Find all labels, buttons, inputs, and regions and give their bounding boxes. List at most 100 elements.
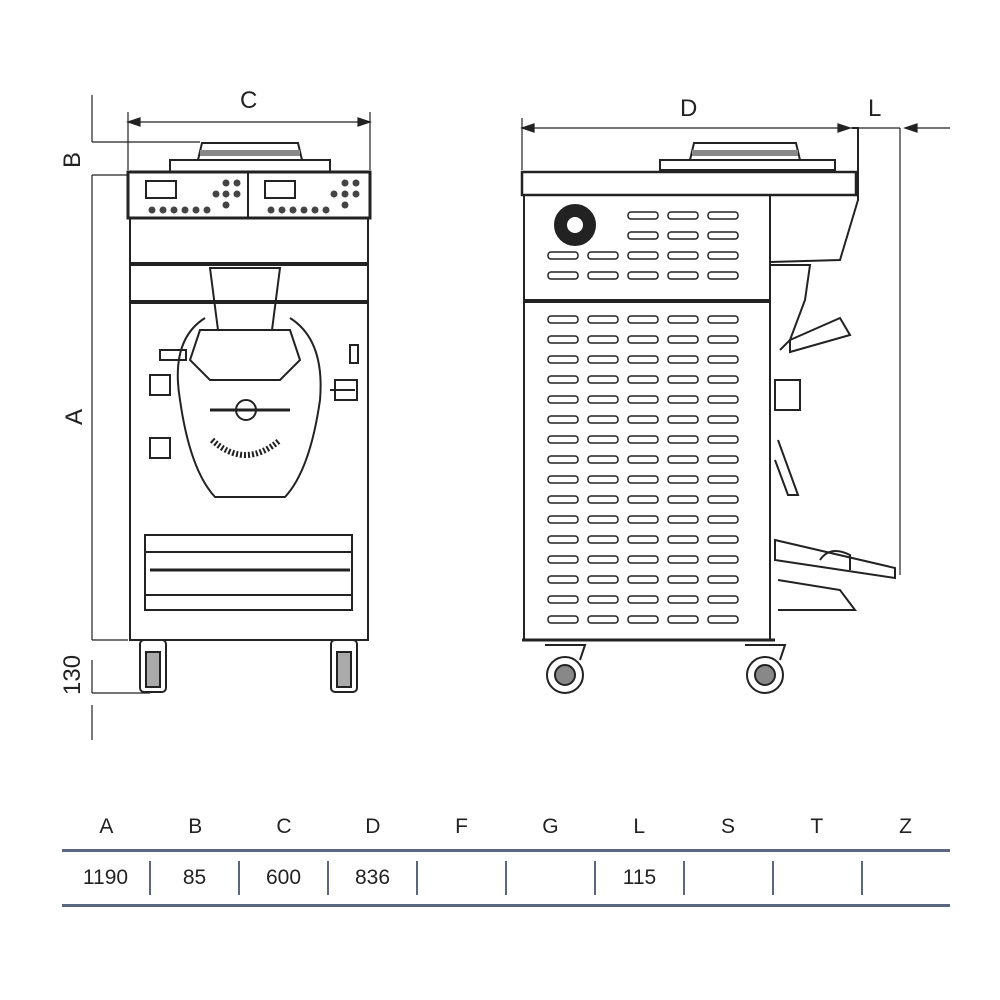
louver-slot: [547, 375, 579, 384]
funnel: [188, 329, 302, 381]
tray: [774, 538, 896, 580]
louver-slot: [547, 395, 579, 404]
louver-slot: [667, 495, 699, 504]
dimension-label-a: A: [61, 409, 88, 425]
dimension-d-l: [520, 118, 950, 575]
louver-slot: [627, 251, 659, 260]
louver-slot: [667, 251, 699, 260]
louver-slot: [707, 615, 739, 624]
louver-slot: [707, 575, 739, 584]
louver-slot: [547, 575, 579, 584]
column-header-l: L: [633, 815, 646, 838]
louver-slot: [587, 535, 619, 544]
louver-slot: [707, 495, 739, 504]
louver-slot: [547, 615, 579, 624]
louver-slot: [667, 355, 699, 364]
louver-slot: [547, 251, 579, 260]
louver-slot: [587, 475, 619, 484]
louver-slot: [667, 375, 699, 384]
louver-slot: [587, 395, 619, 404]
louver-slot: [587, 495, 619, 504]
louver-slot: [587, 415, 619, 424]
column-header-t: T: [810, 815, 824, 838]
louver-slot: [707, 211, 739, 220]
louver-slot: [627, 335, 659, 344]
louver-slot: [667, 211, 699, 220]
dimension-a-b: [91, 95, 200, 740]
louver-slot: [627, 231, 659, 240]
top-plate: [169, 159, 331, 173]
louver-slot: [547, 271, 579, 280]
louver-slot: [587, 575, 619, 584]
dimension-label-130: 130: [59, 655, 86, 695]
value-a: 1190: [62, 861, 151, 895]
louver-slot: [627, 315, 659, 324]
louver-slot: [547, 535, 579, 544]
louver-slot: [667, 335, 699, 344]
louver-slot: [587, 335, 619, 344]
louvers: [547, 211, 739, 624]
louver-slot: [707, 515, 739, 524]
louver-slot: [627, 595, 659, 604]
column-header-a: A: [99, 815, 114, 838]
louver-slot: [587, 555, 619, 564]
value-f: [418, 861, 507, 895]
louver-slot: [707, 435, 739, 444]
louver-slot: [707, 375, 739, 384]
louver-slot: [627, 555, 659, 564]
dimension-label-l: L: [868, 95, 881, 122]
louver-slot: [707, 251, 739, 260]
louver-slot: [547, 495, 579, 504]
column-header-s: S: [720, 815, 735, 838]
louver-slot: [667, 555, 699, 564]
louver-slot: [707, 315, 739, 324]
column-header-d: D: [365, 815, 381, 838]
display-right: [264, 180, 296, 199]
louver-slot: [667, 315, 699, 324]
louver-slot: [667, 475, 699, 484]
side-wheels: [545, 644, 787, 694]
louver-slot: [627, 375, 659, 384]
value-b: 85: [151, 861, 240, 895]
louver-slot: [667, 615, 699, 624]
front-view: C B A 130: [59, 87, 372, 740]
louver-slot: [627, 211, 659, 220]
louver-slot: [587, 375, 619, 384]
front-cabinet: [129, 217, 369, 641]
value-l: 115: [596, 861, 685, 895]
louver-slot: [587, 615, 619, 624]
louver-slot: [627, 395, 659, 404]
front-wheels: [139, 639, 358, 693]
hopper: [208, 267, 282, 331]
column-header-z: Z: [899, 815, 912, 838]
drawer: [144, 534, 353, 611]
chute: [789, 316, 852, 354]
louver-slot: [587, 595, 619, 604]
louver-slot: [707, 535, 739, 544]
dimension-label-b: B: [59, 152, 86, 168]
louver-slot: [667, 575, 699, 584]
louver-slot: [547, 555, 579, 564]
column-header-c: C: [276, 815, 292, 838]
louver-slot: [627, 575, 659, 584]
louver-slot: [707, 455, 739, 464]
dimension-label-c: C: [240, 87, 257, 114]
louver-slot: [707, 595, 739, 604]
value-s: [685, 861, 774, 895]
louver-slot: [707, 415, 739, 424]
value-d: 836: [329, 861, 418, 895]
louver-slot: [667, 395, 699, 404]
louver-slot: [587, 435, 619, 444]
louver-slot: [547, 315, 579, 324]
louver-slot: [707, 355, 739, 364]
column-header-b: B: [188, 815, 203, 838]
value-c: 600: [240, 861, 329, 895]
louver-slot: [547, 335, 579, 344]
louver-slot: [627, 615, 659, 624]
louver-slot: [707, 475, 739, 484]
louver-slot: [547, 475, 579, 484]
louver-slot: [627, 515, 659, 524]
louver-slot: [667, 455, 699, 464]
